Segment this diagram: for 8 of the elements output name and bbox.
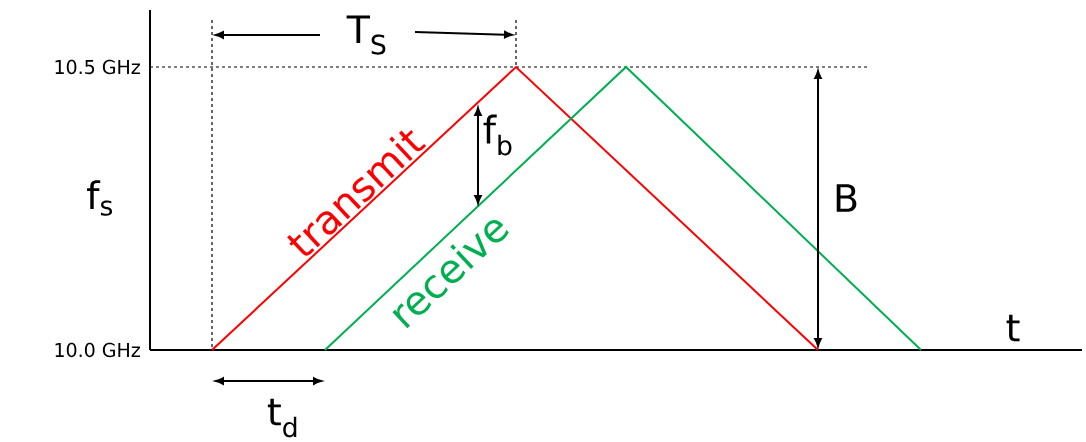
axis-label: t$_{d}$	[267, 398, 297, 438]
axis-label: B	[836, 184, 857, 212]
axis-label: f$_{s}$	[87, 180, 113, 216]
axis-label: f$_{b}$	[483, 114, 512, 156]
axis-label: 10.0 GHz	[55, 342, 140, 358]
axis-label: 10.5 GHz	[55, 59, 140, 75]
axis-label: t	[1006, 314, 1020, 342]
axis-label: T$_{S}$	[346, 15, 386, 55]
